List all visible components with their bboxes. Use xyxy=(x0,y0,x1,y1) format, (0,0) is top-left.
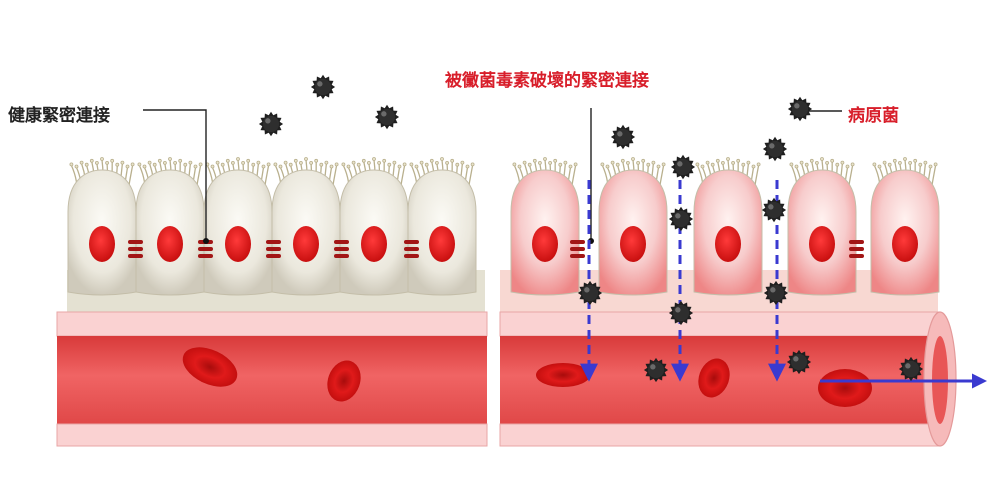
red-blood-cell xyxy=(698,358,730,398)
healthy-blood-stream xyxy=(57,336,487,424)
damaged-epithelial-cell xyxy=(693,157,763,296)
damaged-epithelial-cell xyxy=(870,157,940,296)
pathogen-particle xyxy=(643,357,669,383)
pathogen-particle xyxy=(787,96,813,122)
healthy-epithelial-cell xyxy=(203,157,273,296)
damaged-tight-junction xyxy=(570,240,864,258)
cell-nucleus xyxy=(809,226,835,262)
healthy-epithelial-cell xyxy=(271,157,341,296)
pathogen-particle xyxy=(310,74,336,100)
red-blood-cell xyxy=(182,347,238,387)
pathogen-label: 病原菌 xyxy=(848,106,899,126)
damaged-epithelial-cell xyxy=(510,157,580,296)
healthy-vessel-upper-wall xyxy=(56,311,488,337)
pathogen-particle xyxy=(786,349,812,375)
pathogen-particle xyxy=(668,300,694,326)
damaged-epithelial-cell xyxy=(598,157,668,296)
cell-nucleus xyxy=(361,226,387,262)
pathogen-particle xyxy=(577,280,603,306)
cell-nucleus xyxy=(620,226,646,262)
panel-separator xyxy=(490,268,500,458)
damaged-epithelial-cell xyxy=(787,157,857,296)
damaged-vessel-lower-wall xyxy=(499,423,941,447)
healthy-epithelial-cell xyxy=(407,157,477,296)
pathogen-particle xyxy=(670,154,696,180)
damaged-vessel-upper-wall xyxy=(499,311,941,337)
healthy-epithelial-cells xyxy=(67,157,477,296)
red-blood-cell xyxy=(327,360,361,402)
cell-nucleus xyxy=(225,226,251,262)
pathogen-particle xyxy=(668,206,694,232)
cell-nucleus xyxy=(429,226,455,262)
healthy-epithelial-cell xyxy=(135,157,205,296)
pathogen-particle xyxy=(258,111,284,137)
healthy-epithelial-cell xyxy=(339,157,409,296)
cell-nucleus xyxy=(157,226,183,262)
healthy-vessel-lower-wall xyxy=(56,423,488,447)
cell-nucleus xyxy=(293,226,319,262)
damaged-panel xyxy=(499,108,987,447)
red-blood-cell xyxy=(536,363,590,387)
healthy-leader-dot xyxy=(203,238,209,244)
pathogen-particle xyxy=(762,136,788,162)
healthy-tight-junction xyxy=(128,240,419,258)
pathogen-particle xyxy=(761,197,787,223)
healthy-epithelial-cell xyxy=(67,157,137,296)
healthy-tight-junction-label: 健康緊密連接 xyxy=(8,106,110,126)
pathogen-particle xyxy=(374,104,400,130)
cell-nucleus xyxy=(892,226,918,262)
damaged-tight-junction-label: 被黴菌毒素破壞的緊密連接 xyxy=(445,71,649,91)
pathogens xyxy=(258,74,924,383)
pathogen-particle xyxy=(898,356,924,382)
damaged-epithelial-cells xyxy=(510,157,940,296)
healthy-panel xyxy=(56,109,488,447)
pathogen-particle xyxy=(610,124,636,150)
cell-nucleus xyxy=(532,226,558,262)
red-blood-cell xyxy=(818,369,872,407)
cell-nucleus xyxy=(89,226,115,262)
healthy-label-leader xyxy=(143,109,207,240)
cell-nucleus xyxy=(715,226,741,262)
pathogen-particle xyxy=(763,280,789,306)
